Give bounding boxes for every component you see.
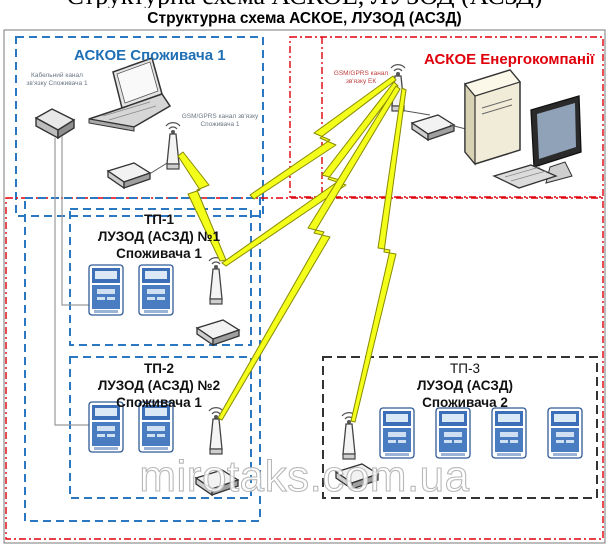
consumer-substations-frame [24,197,261,522]
gsm-link-bolt [217,85,401,421]
tp2-label: ТП-2 ЛУЗОД (АСЗД) №2 Споживача 1 [74,360,244,411]
tp3-system: ЛУЗОД (АСЗД) [417,378,513,393]
tp3-owner: Споживача 2 [422,395,508,410]
company-gsm-channel-label: GSM/GPRS канал зв'язку ЕК [333,70,389,85]
tp1-system: ЛУЗОД (АСЗД) №1 [97,229,221,244]
meter-icon [491,407,527,459]
tp2-frame [69,356,252,499]
gsm-link-bolt [350,87,407,423]
company-system-label: АСКОЕ Енергокомпанії [424,51,595,68]
page-title: Структурна схема АСКОЕ, ЛУЗОД (АСЗД) [147,10,462,27]
gsm-link-bolt [221,81,399,267]
watermark: mirotaks.com.ua [139,451,470,501]
server-icon [463,69,522,166]
tp2-name: ТП-2 [144,361,174,376]
tp3-name: ТП-3 [450,361,480,376]
tp1-label: ТП-1 ЛУЗОД (АСЗД) №1 Споживача 1 [74,211,244,262]
cropped-heading-text: Структурна схема АСКОЕ, ЛУЗОД (АСЗД) [0,0,609,8]
antenna-icon [165,122,181,170]
router-icon [34,108,76,140]
consumer-gsm-channel-label: GSM/GPRS канал зв'язку Споживача 1 [181,113,259,128]
gsm-link-bolt [177,151,227,262]
gsm-link-bolt [249,75,397,200]
outer-frame [3,29,606,544]
modem-icon [411,114,455,141]
meter-icon [435,407,471,459]
meter-icon [88,264,124,316]
company-system-frame [289,36,604,198]
tp1-name: ТП-1 [144,212,174,227]
tp3-label: ТП-3 ЛУЗОД (АСЗД) Споживача 2 [380,360,550,411]
tp3-frame [322,356,598,499]
cropped-heading: Структурна схема АСКОЕ, ЛУЗОД (АСЗД) [0,0,609,8]
tp1-frame [69,208,252,346]
lower-region-frame [5,197,604,540]
meter-icon [547,407,583,459]
modem-icon [196,319,240,346]
tp1-owner: Споживача 1 [116,246,202,261]
tp2-owner: Споживача 1 [116,395,202,410]
consumer-system-label: АСКОЕ Споживача 1 [74,47,226,64]
laptop-icon [88,57,172,132]
keyboard-icon [492,164,558,189]
cable-channel-label: Кабельний канал зв'язку Споживача 1 [26,72,88,87]
consumer-system-frame [15,36,264,217]
antenna-icon [208,257,224,305]
tp2-system: ЛУЗОД (АСЗД) №2 [97,378,221,393]
meter-icon [138,264,174,316]
modem-icon [107,162,151,189]
meter-icon [379,407,415,459]
